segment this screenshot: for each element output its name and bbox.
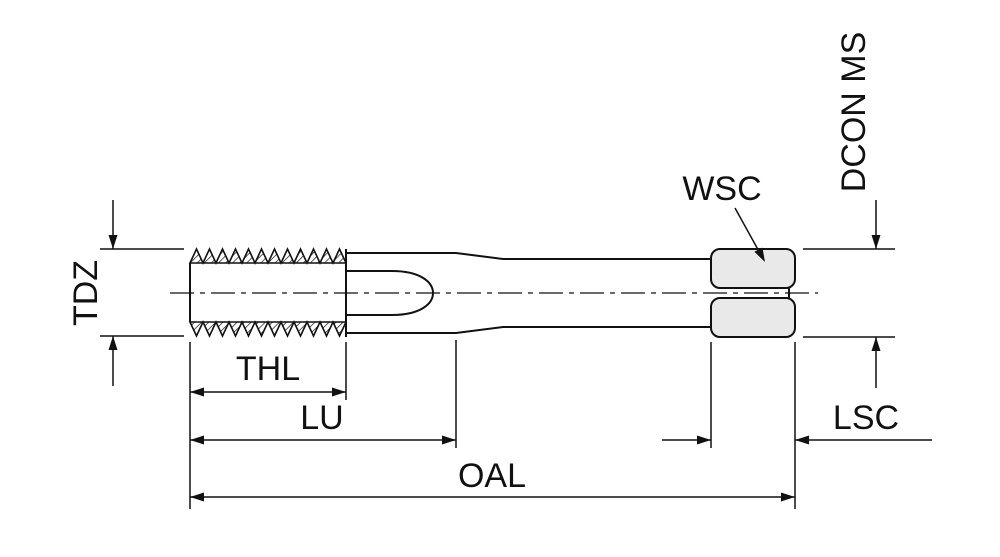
lu-label: LU bbox=[300, 399, 343, 437]
oal-arrow-left bbox=[190, 492, 204, 502]
square-flat-bottom bbox=[710, 297, 796, 338]
lsc-arrow-left bbox=[697, 435, 711, 445]
lu-dimension: LU bbox=[190, 340, 457, 448]
lsc-arrow-right bbox=[795, 435, 809, 445]
wsc-label: WSC bbox=[682, 170, 761, 208]
thread-band-bottom bbox=[188, 320, 348, 338]
tap-tool-drawing bbox=[170, 247, 818, 338]
oal-arrow-right bbox=[781, 492, 795, 502]
wsc-leader-line bbox=[734, 207, 762, 256]
tdz-label: TDZ bbox=[67, 260, 105, 326]
thl-label: THL bbox=[236, 350, 300, 388]
thl-arrow-left bbox=[190, 387, 204, 397]
lsc-label: LSC bbox=[833, 399, 899, 437]
tdz-arrow-down bbox=[108, 235, 118, 249]
lsc-dimension: LSC bbox=[662, 342, 932, 448]
dcon-label: DCON MS bbox=[835, 32, 873, 193]
wsc-leader-arrow bbox=[754, 247, 765, 262]
lu-arrow-right bbox=[442, 435, 456, 445]
dcon-arrow-down bbox=[871, 235, 881, 249]
oal-dimension: OAL bbox=[190, 342, 796, 509]
dcon-arrow-up bbox=[871, 337, 881, 351]
square-flat-top bbox=[710, 248, 796, 289]
thl-dimension: THL bbox=[189, 342, 347, 509]
tdz-dimension: TDZ bbox=[67, 200, 184, 386]
lu-arrow-left bbox=[190, 435, 204, 445]
thread-band-top bbox=[188, 247, 348, 265]
dcon-dimension: DCON MS bbox=[803, 32, 895, 388]
tdz-arrow-up bbox=[108, 336, 118, 350]
wsc-callout: WSC bbox=[682, 170, 765, 262]
oal-label: OAL bbox=[458, 457, 526, 495]
thl-arrow-right bbox=[332, 387, 346, 397]
